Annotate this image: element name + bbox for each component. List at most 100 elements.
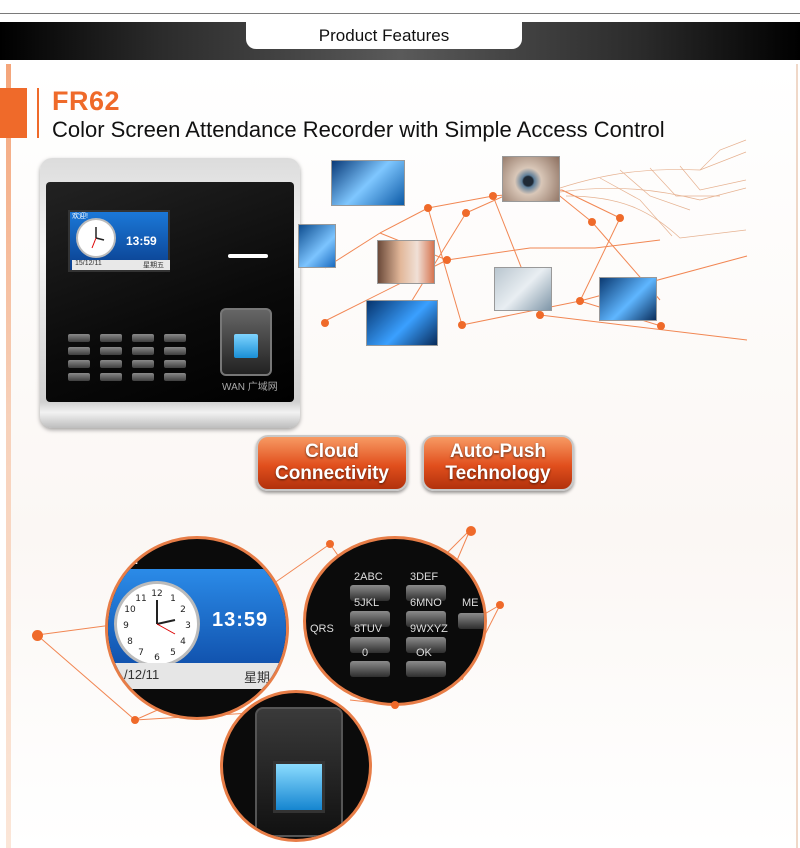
network-node <box>588 218 596 226</box>
svg-text:10: 10 <box>124 605 136 615</box>
keypad-key <box>406 661 446 677</box>
fingerprint-icon <box>273 761 325 813</box>
product-subtitle: Color Screen Attendance Recorder with Si… <box>52 117 665 142</box>
key-label: QRS <box>310 623 334 635</box>
photo-palm-blue <box>599 277 657 321</box>
keypad-key <box>132 334 154 342</box>
key-label: 6MNO <box>410 597 442 609</box>
keypad-key <box>68 360 90 368</box>
key-label: ME <box>462 597 479 609</box>
svg-text:9: 9 <box>123 621 129 631</box>
photo-finger-touch <box>366 300 438 346</box>
network-node <box>32 630 43 641</box>
auto-push-technology-button[interactable]: Auto-Push Technology <box>422 435 574 491</box>
photo-hand-touch <box>298 224 336 268</box>
photo-palm <box>494 267 552 311</box>
keypad-key <box>68 373 90 381</box>
cloud-connectivity-label: Cloud Connectivity <box>274 441 390 484</box>
photo-eye <box>502 156 560 202</box>
title-accent-block <box>0 88 27 138</box>
clock-icon <box>76 218 116 258</box>
keypad-key <box>68 334 90 342</box>
svg-text:8: 8 <box>127 637 133 647</box>
network-node <box>496 601 504 609</box>
zoom-date: /12/11 <box>124 667 160 682</box>
key-label: 9WXYZ <box>410 623 448 635</box>
keypad-key <box>164 347 186 355</box>
network-node <box>458 321 466 329</box>
screen-time: 13:59 <box>126 234 157 248</box>
fingerprint-reader <box>220 308 272 376</box>
network-node <box>616 214 624 222</box>
keypad-key <box>100 334 122 342</box>
keypad-key <box>100 347 122 355</box>
svg-text:4: 4 <box>180 637 186 647</box>
zoom-greeting: 迎! <box>120 551 139 567</box>
cloud-connectivity-button[interactable]: Cloud Connectivity <box>256 435 408 491</box>
keypad-key <box>100 360 122 368</box>
fingerprint-reader <box>255 707 343 837</box>
network-node <box>466 526 476 536</box>
network-node <box>462 209 470 217</box>
keypad-key <box>164 360 186 368</box>
zoom-time: 13:59 <box>212 609 269 631</box>
keypad-key <box>406 611 446 627</box>
keypad-key <box>406 637 446 653</box>
network-node <box>321 319 329 327</box>
left-accent-bar <box>6 64 11 848</box>
zoom-keypad-detail: 2ABC 3DEF ME 5JKL 6MNO QRS 8TUV 9WXYZ 0 … <box>303 536 487 706</box>
key-label: 2ABC <box>354 571 383 583</box>
keypad-key <box>350 585 390 601</box>
keypad-key <box>100 373 122 381</box>
device-face: 欢迎! 13:59 15/12/11 星期五 <box>46 182 294 402</box>
network-node <box>489 192 497 200</box>
keypad-key <box>132 360 154 368</box>
svg-text:7: 7 <box>138 648 144 658</box>
network-node <box>326 540 334 548</box>
device-screen: 欢迎! 13:59 15/12/11 星期五 <box>68 210 170 272</box>
keypad-key <box>164 334 186 342</box>
keypad-key <box>350 611 390 627</box>
banner-title: Product Features <box>246 22 522 49</box>
device-label: WAN 广域网 <box>222 382 278 393</box>
network-node <box>424 204 432 212</box>
network-node <box>391 701 399 709</box>
photo-face-tech <box>331 160 405 206</box>
key-label: 0 <box>362 647 369 659</box>
network-node <box>443 256 451 264</box>
top-rule <box>0 13 800 14</box>
key-label: 5JKL <box>354 597 380 609</box>
screen-greeting: 欢迎! <box>72 213 88 220</box>
photo-face-scan <box>377 240 435 284</box>
key-label: 3DEF <box>410 571 439 583</box>
zoom-weekday: 星期 <box>244 670 271 685</box>
device-keypad <box>68 334 188 382</box>
svg-text:5: 5 <box>170 648 176 658</box>
title-accent-line <box>37 88 39 138</box>
svg-text:3: 3 <box>185 621 191 631</box>
svg-text:2: 2 <box>180 605 186 615</box>
network-node <box>131 716 139 724</box>
keypad-key <box>68 347 90 355</box>
keypad-key <box>406 585 446 601</box>
svg-text:6: 6 <box>154 653 160 663</box>
keypad-key <box>350 637 390 653</box>
network-node <box>536 311 544 319</box>
device-base <box>40 402 300 428</box>
keypad-key <box>132 347 154 355</box>
keypad-key <box>164 373 186 381</box>
svg-text:1: 1 <box>170 594 176 604</box>
key-label: 8TUV <box>354 623 383 635</box>
svg-text:11: 11 <box>135 594 146 604</box>
screen-status-bar: 15/12/11 星期五 <box>72 260 170 270</box>
fingerprint-icon <box>234 334 258 358</box>
network-node <box>576 297 584 305</box>
right-edge <box>796 64 798 848</box>
screen-weekday: 星期五 <box>143 262 164 269</box>
zoom-fingerprint-detail <box>220 690 372 842</box>
product-model: FR62 <box>52 86 121 116</box>
